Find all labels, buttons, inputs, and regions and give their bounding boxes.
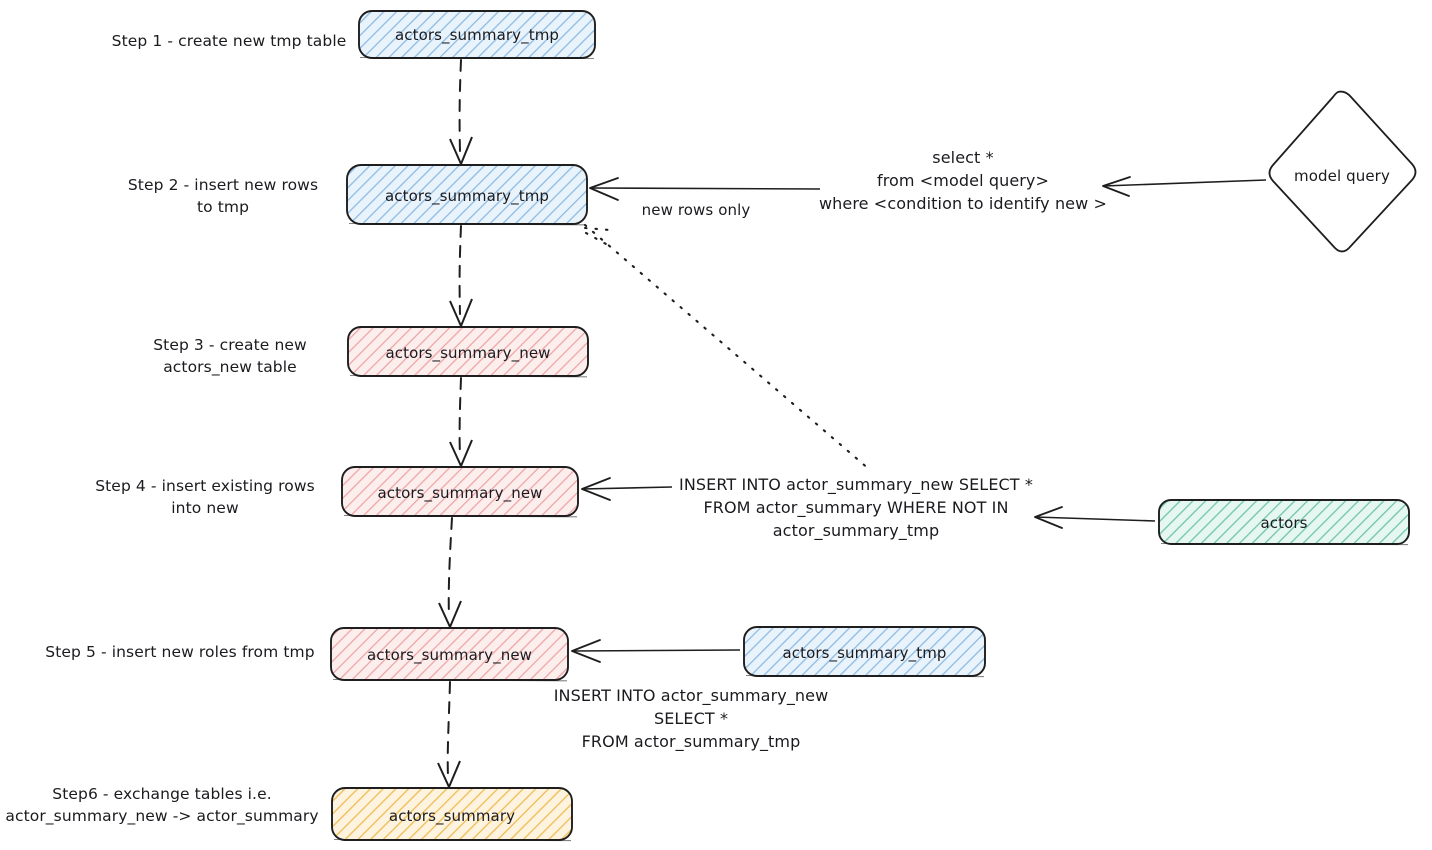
edge-sql-to-step4 (581, 477, 673, 501)
edge-step2-to-step3 (449, 225, 473, 327)
node-actors-summary-6[interactable] (331, 787, 573, 842)
step-5-label: Step 5 - insert new roles from tmp (45, 643, 315, 661)
edge-step5-to-step6 (437, 681, 461, 788)
edge-label-insert-existing-sql: INSERT INTO actor_summary_new SELECT * F… (679, 475, 1033, 541)
edge-label-new-rows-only: new rows only (641, 201, 751, 219)
node-actors-summary-tmp-1[interactable] (358, 10, 596, 60)
edge-step1-to-step2 (449, 59, 473, 165)
edge-actors-to-step4-sql (1034, 506, 1156, 529)
node-model-query-diamond[interactable] (1268, 90, 1417, 253)
step-6-label: Step6 - exchange tables i.e. actor_summa… (5, 785, 319, 825)
node-label-model-query: model query (1294, 167, 1390, 185)
edge-step3-to-step4 (449, 377, 473, 467)
edge-step4-to-step5 (438, 517, 462, 628)
node-actors-summary-new-3[interactable] (347, 326, 589, 378)
node-actors-summary-tmp-2[interactable] (346, 164, 588, 226)
edge-model-query-to-step2 (589, 176, 1267, 201)
node-actors-summary-new-4[interactable] (341, 466, 579, 518)
edge-tmp-right-to-step5 (571, 639, 741, 663)
edge-step2-dotted-to-step4-sql (583, 223, 872, 472)
step-2-label: Step 2 - insert new rows to tmp (127, 176, 319, 216)
edge-label-insert-new-roles-sql: INSERT INTO actor_summary_new SELECT * F… (553, 686, 829, 752)
node-actors[interactable] (1158, 499, 1410, 546)
node-actors-summary-new-5[interactable] (330, 627, 569, 682)
step-4-label: Step 4 - insert existing rows into new (95, 477, 315, 517)
edge-label-model-query-sql: select * from <model query> where <condi… (818, 148, 1108, 214)
node-actors-summary-tmp-right[interactable] (743, 626, 986, 678)
step-3-label: Step 3 - create new actors_new table (153, 336, 307, 376)
step-1-label: Step 1 - create new tmp table (111, 32, 347, 50)
